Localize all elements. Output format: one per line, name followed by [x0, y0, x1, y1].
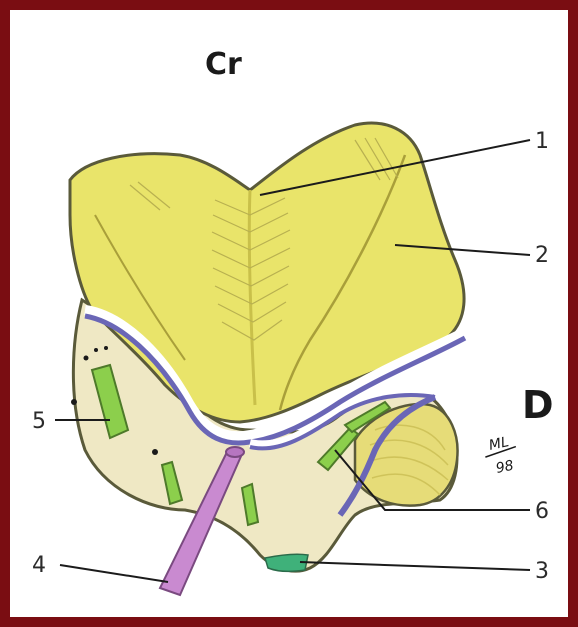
signature-initials: ML — [488, 434, 511, 454]
anatomical-illustration: Cr — [10, 10, 568, 617]
side-label: D — [522, 383, 554, 427]
callout-5: 5 — [32, 409, 46, 434]
callout-1: 1 — [535, 129, 549, 154]
leader-line-4 — [60, 565, 168, 582]
signature-year: 98 — [494, 458, 515, 477]
callout-6: 6 — [535, 499, 549, 524]
pink-tube-opening — [226, 447, 244, 457]
callout-4: 4 — [32, 553, 46, 578]
callout-2: 2 — [535, 243, 549, 268]
artist-signature: ML 98 — [482, 433, 522, 479]
orientation-label: Cr — [205, 47, 242, 82]
callout-3: 3 — [535, 559, 549, 584]
leader-line-3 — [300, 562, 530, 570]
figure-frame: Cr — [10, 10, 568, 617]
